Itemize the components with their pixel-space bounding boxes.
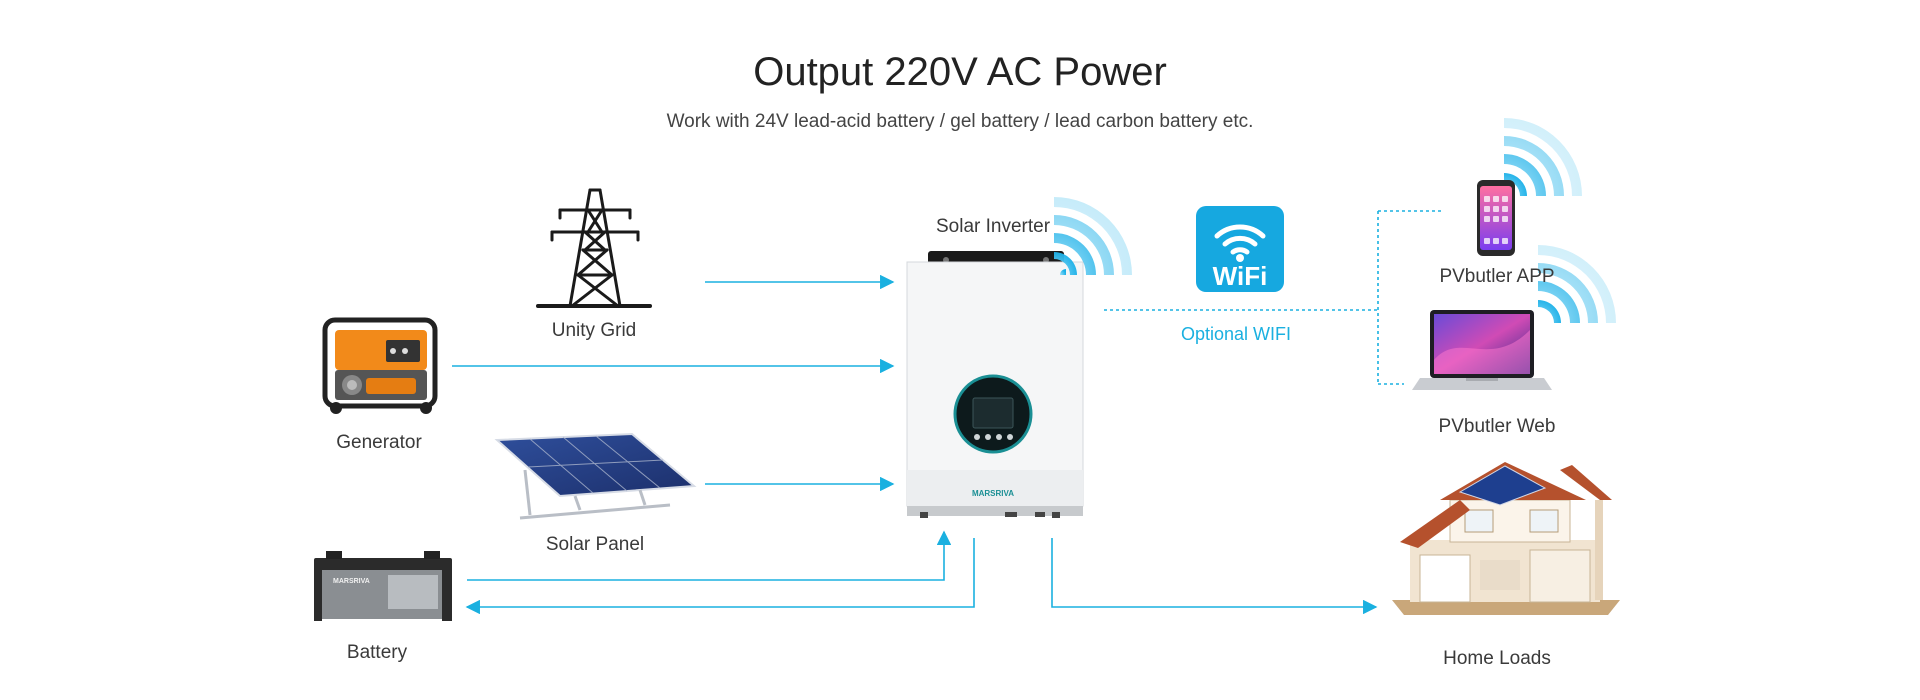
pvbutler-app-label: PVbutler APP — [1439, 266, 1555, 287]
diagram-title: Output 220V AC Power — [753, 50, 1167, 94]
battery-to-inverter-arrow — [467, 530, 952, 581]
wifi-badge-text: WiFi — [1213, 261, 1268, 291]
utility-grid-label: Unity Grid — [551, 320, 637, 341]
generator-label: Generator — [336, 432, 422, 453]
app-signal-icon — [1504, 118, 1582, 196]
generator-icon — [322, 317, 438, 414]
utility-tower-icon — [536, 188, 652, 308]
battery-icon: MARSRIVA — [314, 551, 452, 621]
solar-panel-label: Solar Panel — [545, 534, 645, 555]
solar-panel-icon — [494, 432, 697, 520]
solar-inverter-icon: MARSRIVA — [906, 251, 1084, 518]
smartphone-icon — [1477, 180, 1515, 256]
diagram-subtitle: Work with 24V lead-acid battery / gel ba… — [666, 111, 1254, 132]
inverter-to-home-arrow — [1051, 538, 1378, 615]
inverter-brand-text: MARSRIVA — [972, 489, 1014, 498]
connectors — [452, 274, 1378, 615]
home-loads-label: Home Loads — [1443, 648, 1551, 669]
web-signal-icon — [1538, 245, 1616, 323]
house-icon — [1392, 462, 1620, 615]
inverter-label: Solar Inverter — [935, 216, 1051, 237]
battery-label: Battery — [346, 642, 408, 663]
wifi-dotted-links — [1104, 210, 1444, 385]
inverter-to-battery-arrow — [465, 538, 975, 615]
battery-brand-text: MARSRIVA — [333, 578, 370, 585]
inverter-signal-icon — [1054, 197, 1132, 275]
pvbutler-web-label: PVbutler Web — [1438, 416, 1556, 437]
wifi-badge-icon: WiFi — [1196, 206, 1284, 292]
laptop-icon — [1412, 310, 1552, 390]
optional-wifi-label: Optional WIFI — [1180, 324, 1292, 344]
